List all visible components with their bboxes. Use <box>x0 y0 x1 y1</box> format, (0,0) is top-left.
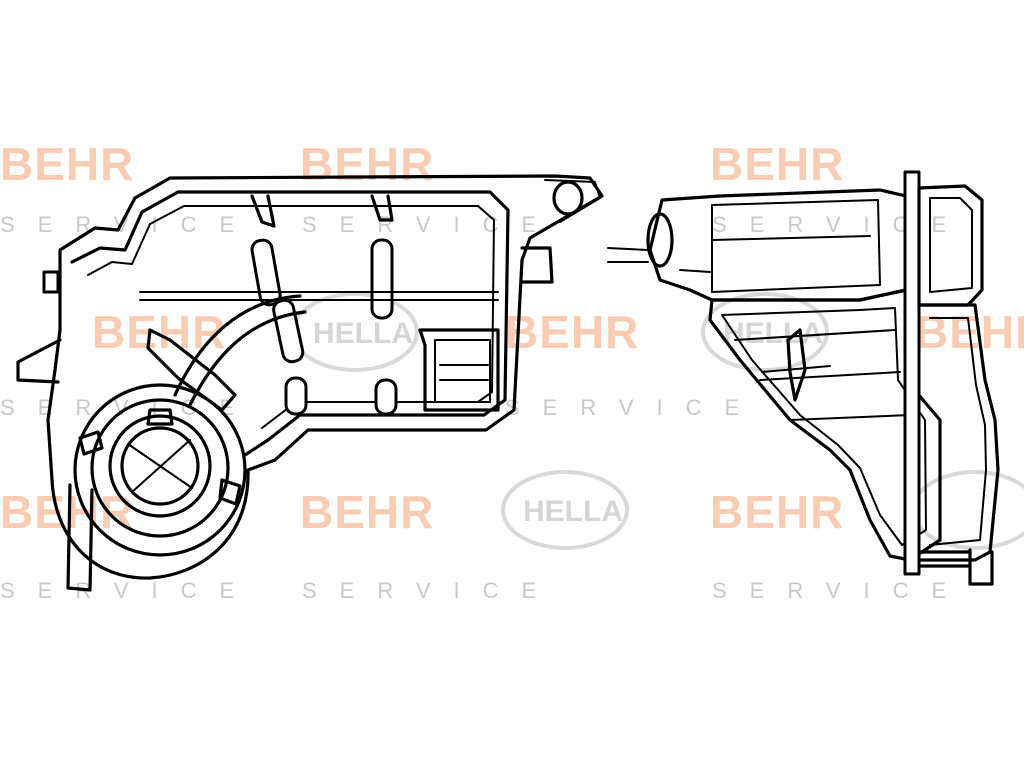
watermark-layer: BEHR BEHR BEHR SERVICE SERVICE SERVICE B… <box>0 138 1024 603</box>
rib-slot <box>284 376 308 416</box>
side-right-lower <box>917 303 1000 562</box>
filler-neck-outer <box>73 383 247 557</box>
filler-cap-tab <box>218 478 242 506</box>
watermark-service: SERVICE <box>505 395 762 420</box>
side-upper-chamber-inner <box>711 199 881 293</box>
side-bottom-rail <box>917 550 972 568</box>
curved-channel <box>188 310 307 407</box>
right-tab <box>520 246 554 284</box>
side-upper-chamber <box>648 188 908 302</box>
watermark-service: SERVICE <box>712 578 969 603</box>
filler-cap <box>108 414 212 518</box>
rib-slot <box>374 378 398 416</box>
watermark-brand: BEHR <box>710 486 844 538</box>
watermark-service: SERVICE <box>0 212 257 237</box>
watermark-brand: BEHR <box>0 138 134 190</box>
watermark-hella-oval <box>501 470 629 550</box>
watermark-partner: HELLA <box>523 495 623 528</box>
left-hose-port <box>16 338 62 384</box>
rib-vertical <box>250 194 276 228</box>
watermark-brand: BEHR <box>505 306 639 358</box>
watermark-brand: BEHR <box>92 306 226 358</box>
filler-cap-tab <box>78 430 104 456</box>
watermark-brand: BEHR <box>710 138 844 190</box>
side-right-housing-inner <box>929 197 973 293</box>
mounting-ear <box>544 179 601 223</box>
filler-cap-inner <box>120 426 200 506</box>
watermark-partner: HELLA <box>313 317 413 350</box>
watermark-hella-oval <box>911 470 1024 550</box>
left-strut <box>146 328 237 412</box>
side-bracket <box>786 328 807 402</box>
mounting-hole <box>552 180 584 216</box>
watermark-hella-oval <box>701 292 829 372</box>
watermark-service: SERVICE <box>302 578 559 603</box>
side-contour <box>734 329 911 421</box>
filler-neck-ring <box>90 398 230 538</box>
filler-cap-tab <box>146 408 174 426</box>
front-view-tank <box>16 174 604 592</box>
tank-inner-rail-2 <box>87 205 495 429</box>
sensor-detail <box>439 364 489 381</box>
watermark-service: SERVICE <box>0 578 257 603</box>
side-small-pipe <box>607 247 649 263</box>
sensor-housing <box>418 328 500 412</box>
rib-slot <box>272 298 305 364</box>
bottom-left-leg <box>66 483 94 592</box>
side-view-tank <box>607 170 1000 586</box>
curved-channel <box>173 294 302 397</box>
watermark-brand: BEHR <box>300 138 434 190</box>
filler-cap-cross <box>127 439 193 493</box>
rib-slot <box>250 238 282 307</box>
watermark-service: SERVICE <box>302 212 559 237</box>
sensor-housing-inner <box>434 339 491 403</box>
left-stub-top <box>42 270 60 294</box>
watermark-brand: BEHR <box>0 486 134 538</box>
side-lower-body-inner <box>721 307 927 546</box>
tank-inner-rail <box>70 190 510 457</box>
tank-outer-outline <box>46 174 604 580</box>
watermark-brand: BEHR <box>300 486 434 538</box>
side-upper-detail <box>679 235 871 273</box>
side-flange-plate <box>903 170 921 576</box>
side-bracket-arm <box>761 365 831 373</box>
side-small-cap <box>646 212 674 268</box>
rib-slot <box>370 238 394 320</box>
side-right-lower-inner <box>929 317 987 546</box>
watermark-partner: HELLA <box>723 317 823 350</box>
rib-vertical <box>370 194 394 222</box>
